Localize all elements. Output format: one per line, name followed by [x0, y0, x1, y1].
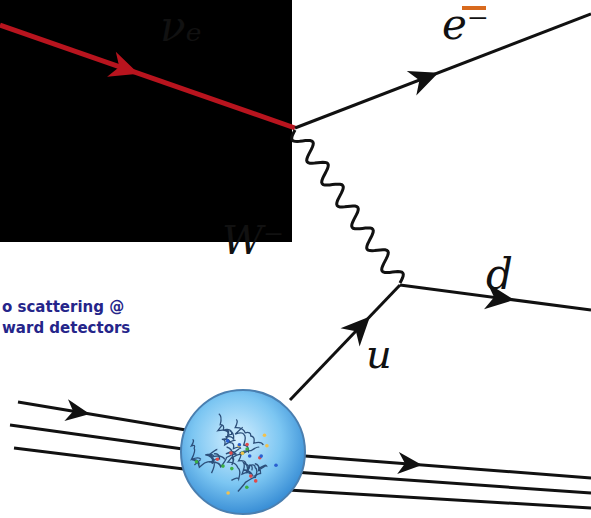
parton-scribbles: [191, 414, 277, 495]
quark-dot: [248, 454, 252, 458]
gluon-scribble: [254, 464, 267, 477]
arrowhead: [397, 452, 422, 474]
quark-dot: [216, 457, 220, 461]
quark-dot: [265, 444, 269, 448]
w-boson-line: [292, 130, 404, 283]
arrowhead: [341, 317, 371, 347]
quark-dot: [245, 447, 249, 451]
u-quark-line: [290, 285, 400, 400]
quark-dot: [254, 479, 258, 483]
quark-dot: [226, 439, 230, 443]
quark-dot: [245, 486, 249, 490]
arrowhead: [64, 399, 89, 421]
slide-text: o scattering @: [2, 300, 124, 315]
gluon-scribble: [239, 452, 253, 472]
quark-dot: [245, 443, 249, 447]
quark-dot: [249, 474, 253, 478]
quark-dot: [195, 460, 199, 464]
quark-dot: [226, 491, 230, 495]
quark-dot: [274, 463, 278, 467]
slide-background: [0, 0, 292, 242]
quark-dot: [230, 467, 234, 471]
gluon-scribble: [205, 449, 225, 462]
particle-label: e⁻: [442, 4, 489, 46]
quark-dot: [229, 451, 233, 455]
quark-dot: [259, 454, 263, 458]
gluon-scribble: [191, 440, 200, 465]
quark-dot: [238, 443, 242, 447]
arrowhead: [407, 71, 439, 96]
particle-label: W⁻: [222, 220, 284, 260]
quark-dot: [241, 451, 245, 455]
particle-label: d: [486, 254, 513, 296]
proton-blob: [181, 390, 305, 514]
gluon-scribble: [222, 439, 241, 449]
slide-text: ward detectors: [2, 321, 130, 336]
quark-dot: [221, 464, 225, 468]
neutrino-line: [0, 25, 295, 128]
arrowhead: [107, 52, 139, 77]
particle-label: νₑ: [160, 6, 202, 48]
gluon-scribble: [235, 427, 248, 453]
gluon-scribble: [218, 414, 229, 433]
particle-label: u: [366, 334, 392, 374]
quark-dot: [241, 451, 245, 455]
gluon-scribble: [235, 420, 263, 446]
quark-dot: [263, 433, 267, 437]
